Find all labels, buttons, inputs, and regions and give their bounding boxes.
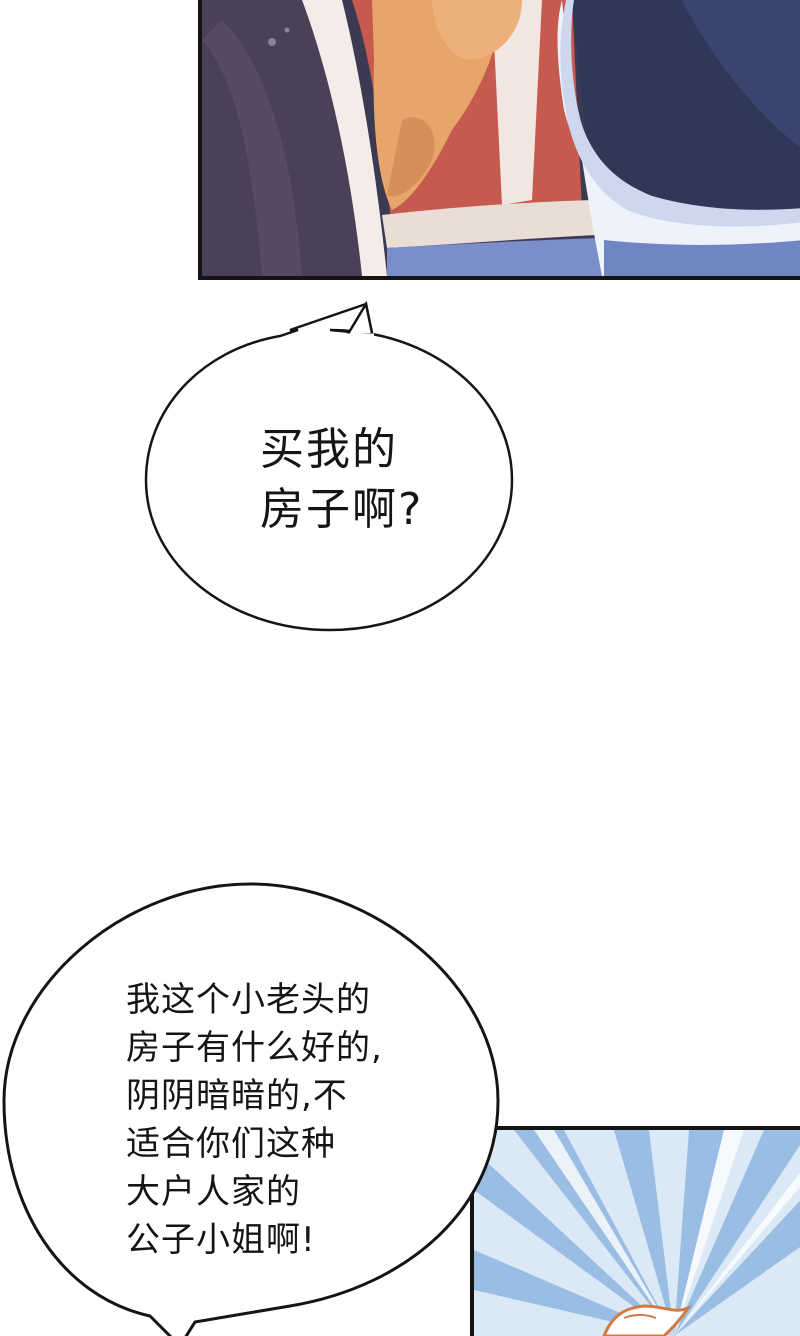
- speech-bubble-2-shape: [2, 882, 500, 1336]
- bottom-panel-artwork: [474, 1130, 800, 1336]
- speech-bubble-1: 买我的 房子啊?: [140, 300, 520, 636]
- speech-bubble-1-shape: [144, 300, 514, 632]
- top-comic-panel: [198, 0, 800, 280]
- speech-bubble-2: 我这个小老头的 房子有什么好的, 阴阴暗暗的,不 适合你们这种 大户人家的 公子…: [0, 876, 510, 1336]
- top-panel-artwork: [202, 0, 800, 276]
- bottom-comic-panel: [470, 1126, 800, 1336]
- speech-bubble-2-text: 我这个小老头的 房子有什么好的, 阴阴暗暗的,不 适合你们这种 大户人家的 公子…: [126, 980, 383, 1260]
- speech-bubble-1-text: 买我的 房子啊?: [260, 424, 424, 535]
